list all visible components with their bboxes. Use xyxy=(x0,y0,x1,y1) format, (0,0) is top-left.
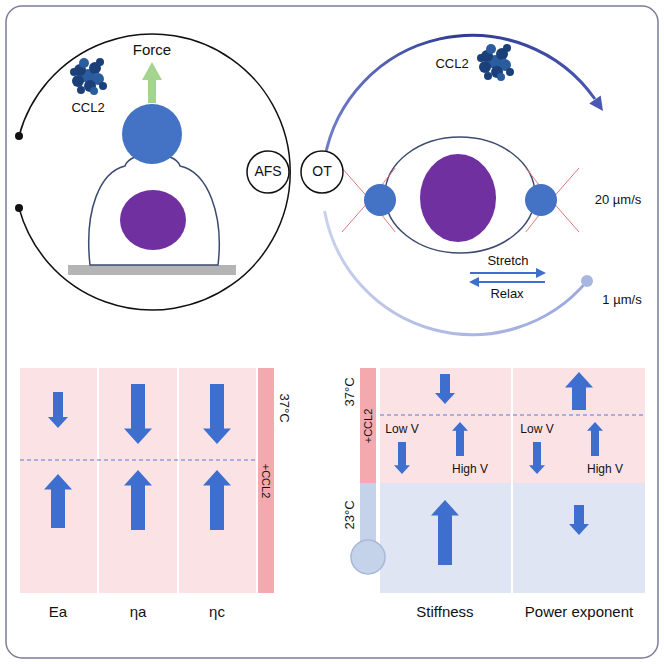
node-text: +CCL2 xyxy=(362,408,374,443)
trend-arrow xyxy=(431,500,459,565)
table-cell xyxy=(380,368,511,483)
speed-dot xyxy=(581,275,593,287)
trend-arrow xyxy=(569,505,589,535)
trend-arrow xyxy=(48,392,68,428)
relax-arrowhead xyxy=(469,277,479,287)
protein-blob xyxy=(484,72,492,80)
nucleus xyxy=(120,190,186,250)
protein-blob xyxy=(70,68,78,76)
temperature-label: 37°C xyxy=(277,393,291,422)
speed-label: 20 µm/s xyxy=(595,193,642,207)
table-cell xyxy=(179,368,256,593)
protein-blob xyxy=(506,68,514,76)
suspended-cell xyxy=(385,137,535,253)
trend-arrow xyxy=(565,372,593,410)
protein-blob xyxy=(72,75,84,87)
laser-beams xyxy=(342,168,579,232)
bar-fill xyxy=(258,368,274,593)
trend-arrow xyxy=(587,422,603,456)
trend-arrow xyxy=(124,384,152,444)
treatment-bar: +CCL2 xyxy=(258,368,274,593)
stretch-arrow xyxy=(470,272,538,274)
speed-arrowhead xyxy=(589,96,603,111)
column-label: ηc xyxy=(209,604,225,621)
thermometer-stem xyxy=(360,483,376,547)
trend-arrow xyxy=(203,384,231,444)
trend-arrow xyxy=(44,474,72,528)
trend-arrow xyxy=(452,422,468,456)
column-label: ηa xyxy=(130,604,147,621)
protein-blob xyxy=(477,54,485,62)
protein-blob xyxy=(96,58,104,66)
node-text: AFS xyxy=(254,164,281,179)
force-label: Force xyxy=(133,42,171,59)
motion-label: Relax xyxy=(490,287,523,301)
nucleus xyxy=(420,154,496,242)
protein-blob xyxy=(479,61,491,73)
protein-blob xyxy=(77,86,85,94)
ring-end-dot xyxy=(15,204,23,212)
trend-arrow xyxy=(394,442,410,474)
circle-outline xyxy=(247,151,289,193)
circle-outline xyxy=(301,151,343,193)
column-label: Ea xyxy=(49,604,67,621)
condition-label: High V xyxy=(452,463,488,476)
bead xyxy=(364,184,396,216)
condition-label: Low V xyxy=(520,423,553,436)
substrate xyxy=(68,265,236,275)
protein-blob xyxy=(497,73,505,81)
temperature-label: 23°C xyxy=(343,500,357,529)
protein-blob xyxy=(503,44,511,52)
node-text: OT xyxy=(312,164,331,179)
outer-frame xyxy=(6,6,658,658)
stretch-arrowhead xyxy=(536,268,546,278)
protein-label: CCL2 xyxy=(435,57,468,71)
thermometer-bulb xyxy=(351,540,385,574)
ring-end-dot xyxy=(15,132,23,140)
column-label: Stiffness xyxy=(416,604,473,621)
protein-blob xyxy=(90,87,98,95)
divider xyxy=(20,460,256,461)
table-cell xyxy=(513,483,645,593)
trend-arrows xyxy=(44,372,603,565)
thermometer-bar: +CCL2 xyxy=(360,368,376,483)
table-cell xyxy=(380,483,511,593)
trend-arrow xyxy=(203,470,231,530)
column-label: Power exponent xyxy=(525,604,633,621)
force-arrow xyxy=(142,62,162,103)
motion-label: Stretch xyxy=(487,254,528,268)
method-circle: AFS xyxy=(246,150,290,194)
trend-arrow xyxy=(435,374,455,404)
afs-ring xyxy=(19,34,290,310)
table-cell xyxy=(99,368,177,593)
condition-label: High V xyxy=(587,463,623,476)
protein-blob xyxy=(486,44,496,54)
divider xyxy=(380,415,645,416)
trend-arrow xyxy=(124,470,152,530)
trend-arrow xyxy=(529,442,545,474)
bead xyxy=(122,104,182,164)
temperature-label: 37°C xyxy=(343,377,357,406)
condition-label: Low V xyxy=(385,423,418,436)
bar-fill xyxy=(360,368,376,483)
method-circle: OT xyxy=(300,150,344,194)
table-cell xyxy=(20,368,97,593)
protein-blob xyxy=(79,58,89,68)
table-cell xyxy=(513,368,645,483)
bead xyxy=(525,184,557,216)
protein-label: CCL2 xyxy=(71,101,104,115)
adherent-cell xyxy=(89,154,220,265)
speed-label: 1 µm/s xyxy=(602,293,641,307)
node-text: +CCL2 xyxy=(260,463,272,498)
protein-blob xyxy=(99,82,107,90)
relax-arrow xyxy=(477,281,545,283)
